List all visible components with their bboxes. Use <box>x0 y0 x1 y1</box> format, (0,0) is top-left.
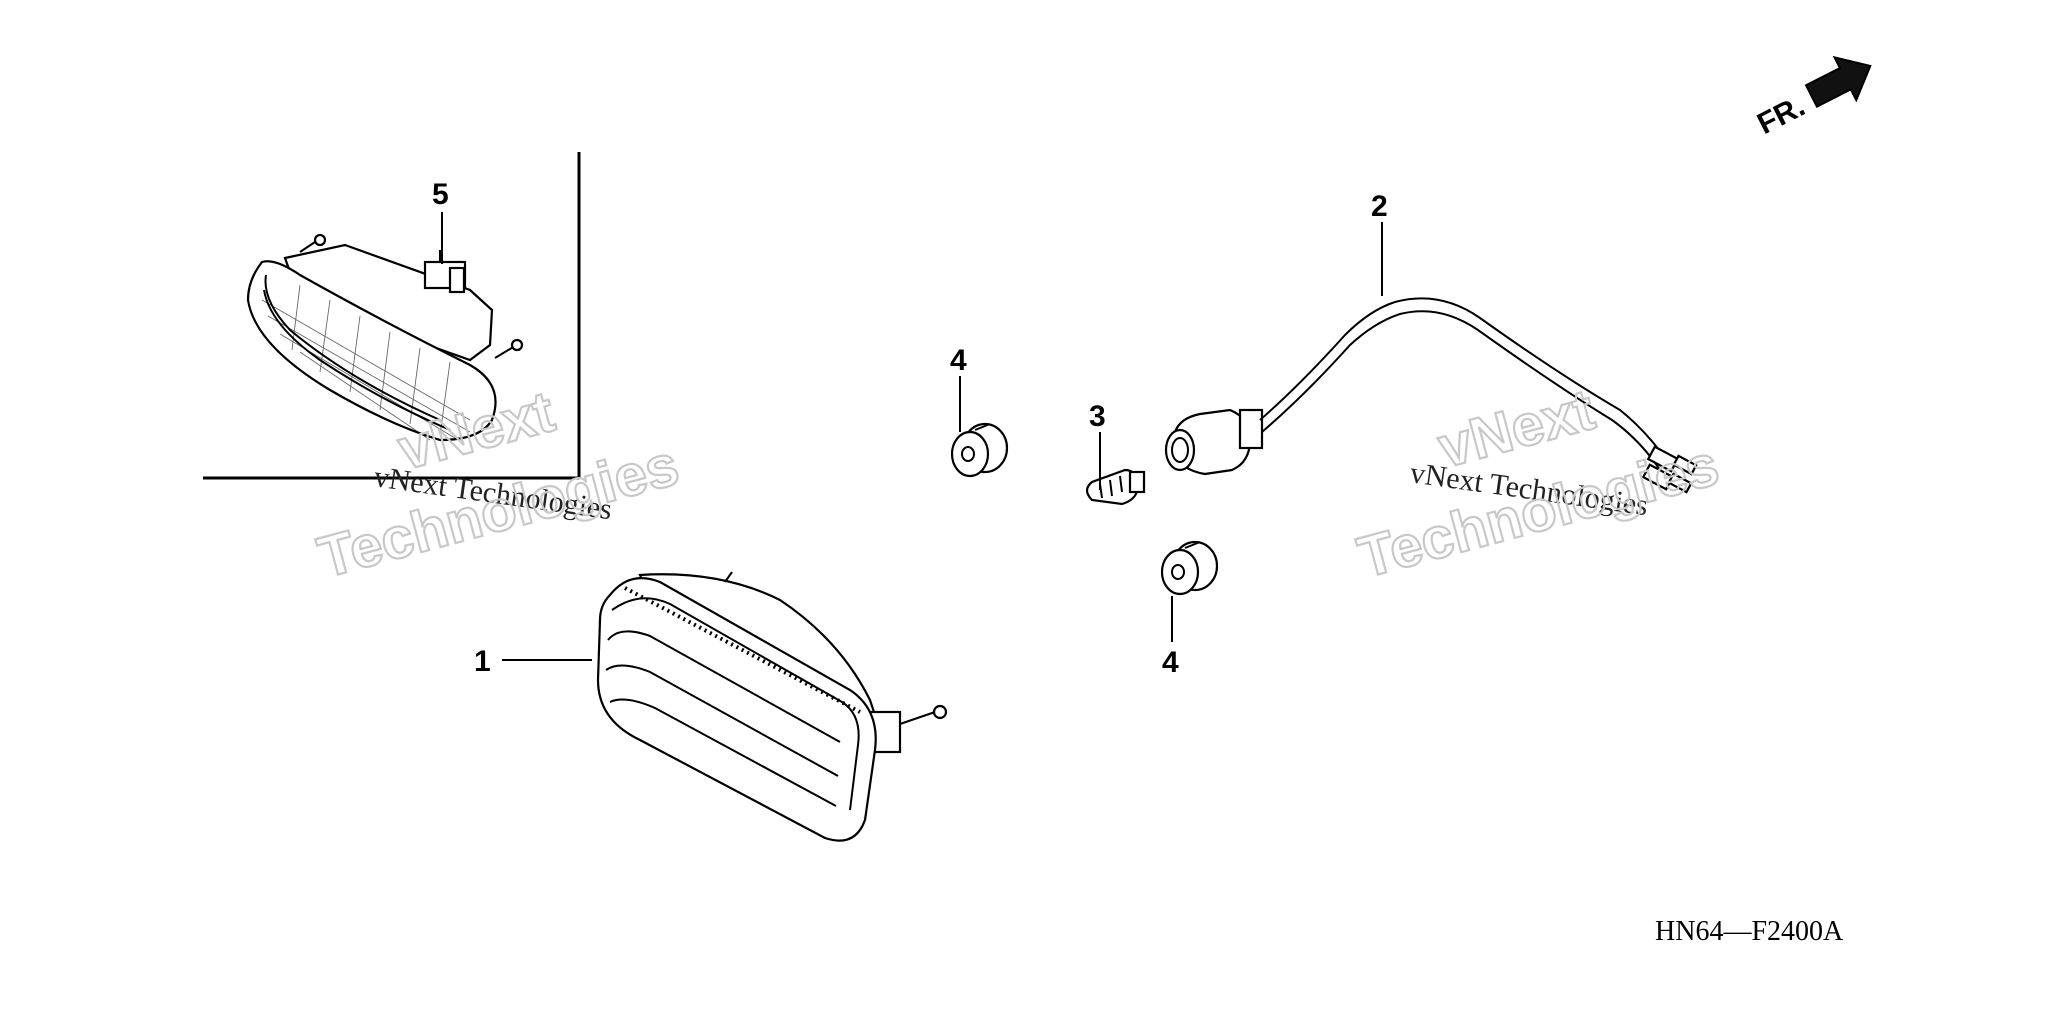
part-2-socket-harness <box>1164 297 1698 494</box>
inset-frame <box>203 152 581 480</box>
diagram-code: HN64—F2400A <box>1655 916 1844 947</box>
callout-3: 3 <box>1089 400 1106 433</box>
front-direction-indicator: FR. <box>1752 55 1872 141</box>
direction-label: FR. <box>1752 90 1810 141</box>
part-4-grommet-upper <box>950 422 1009 478</box>
callout-1: 1 <box>474 645 491 678</box>
watermark-right: vNext Technologies vNext Technologies <box>1350 376 1726 592</box>
callout-4-upper: 4 <box>950 344 967 377</box>
callout-5: 5 <box>432 178 449 211</box>
front-direction-arrow-icon <box>1804 55 1872 108</box>
part-5-taillight-assembly <box>246 233 524 442</box>
part-3-bulb <box>1085 468 1146 506</box>
leader-lines <box>441 212 1383 661</box>
watermark-right-top: vNext <box>1432 377 1601 481</box>
part-1-taillight-lens <box>596 571 948 842</box>
callout-4-lower: 4 <box>1162 646 1179 679</box>
part-4-grommet-lower <box>1160 540 1219 596</box>
callout-2: 2 <box>1371 190 1388 223</box>
